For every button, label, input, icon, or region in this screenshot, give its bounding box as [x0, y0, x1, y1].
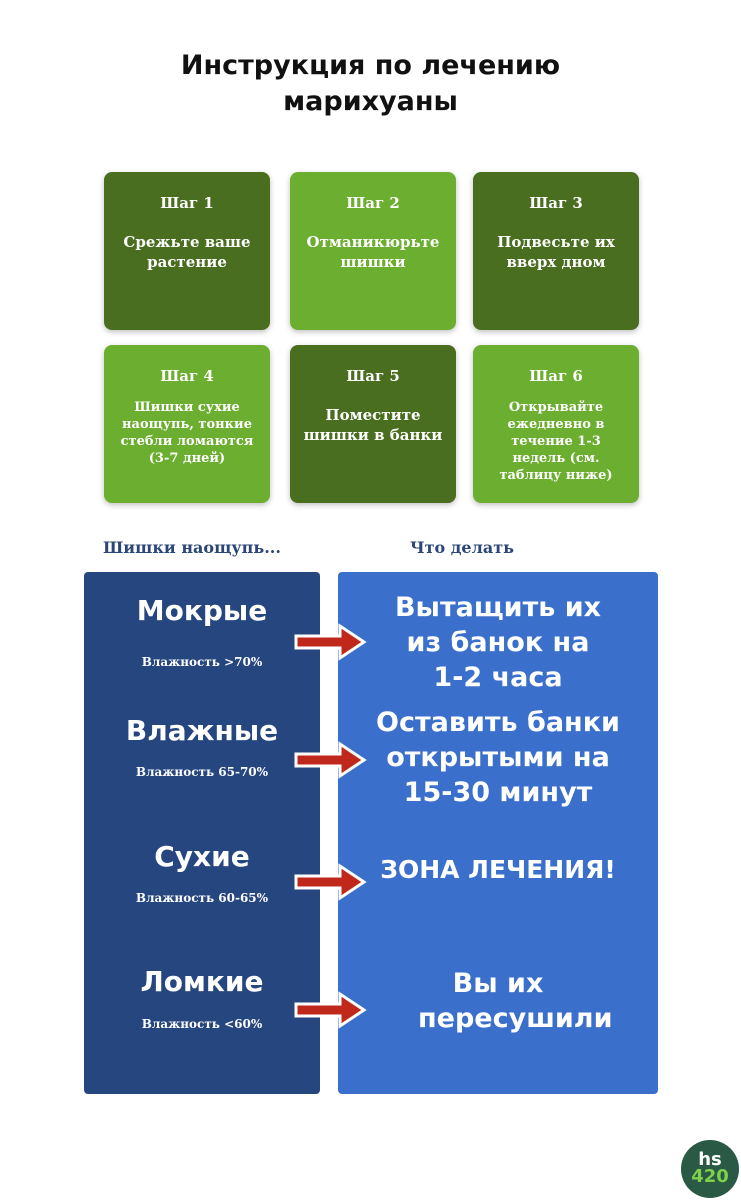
page-title: Инструкция по лечению марихуаны [0, 48, 741, 120]
step-text: Срежьте ваше растение [123, 233, 251, 271]
arrow-right-icon [294, 863, 367, 901]
step-text: Шишки сухие наощупь, тонкие стебли ломаю… [120, 400, 254, 466]
action-text: Вы их пересушили [418, 968, 613, 1034]
title-line-2: марихуаны [283, 86, 458, 117]
step-label: Шаг 3 [529, 194, 583, 212]
right-column-header: Что делать [410, 538, 515, 557]
state-label: Мокрые [136, 594, 268, 627]
arrow-right-icon [294, 623, 367, 661]
step-label: Шаг 1 [160, 194, 214, 212]
step-5-card: Шаг 5 Поместите шишки в банки [290, 345, 456, 503]
arrow-right-icon [294, 991, 367, 1029]
humidity-label: Влажность 60-65% [135, 891, 269, 905]
step-3-card: Шаг 3 Подвесьте их вверх дном [473, 172, 639, 330]
step-label: Шаг 6 [529, 367, 583, 385]
logo-top: hs [698, 1149, 722, 1170]
step-6-card: Шаг 6 Открывайте ежедневно в течение 1-3… [473, 345, 639, 503]
step-text: Подвесьте их вверх дном [497, 233, 615, 271]
step-4-card: Шаг 4 Шишки сухие наощупь, тонкие стебли… [104, 345, 270, 503]
step-label: Шаг 2 [346, 194, 400, 212]
left-column-header: Шишки наощупь... [103, 538, 281, 557]
step-2-card: Шаг 2 Отманикюрьте шишки [290, 172, 456, 330]
step-label: Шаг 4 [160, 367, 214, 385]
humidity-label: Влажность <60% [141, 1017, 263, 1031]
action-text: Вытащить их из банок на 1-2 часа [394, 592, 602, 693]
title-line-1: Инструкция по лечению [180, 50, 561, 81]
arrow-right-icon [294, 741, 367, 779]
step-text: Поместите шишки в банки [303, 406, 443, 444]
state-label: Влажные [125, 714, 279, 747]
step-1-card: Шаг 1 Срежьте ваше растение [104, 172, 270, 330]
humidity-label: Влажность 65-70% [135, 765, 269, 779]
state-label: Ломкие [140, 965, 264, 998]
action-panel [338, 572, 658, 1094]
logo-bottom: 420 [691, 1166, 729, 1187]
step-label: Шаг 5 [346, 367, 400, 385]
action-text: ЗОНА ЛЕЧЕНИЯ! [380, 855, 616, 884]
humidity-label: Влажность >70% [141, 655, 263, 669]
hs420-logo: hs 420 [681, 1140, 739, 1198]
action-text: Оставить банки открытыми на 15-30 минут [376, 707, 620, 808]
step-text: Открывайте ежедневно в течение 1-3 недел… [499, 400, 613, 483]
state-label: Сухие [154, 840, 250, 873]
state-panel [84, 572, 320, 1094]
step-text: Отманикюрьте шишки [306, 233, 440, 271]
